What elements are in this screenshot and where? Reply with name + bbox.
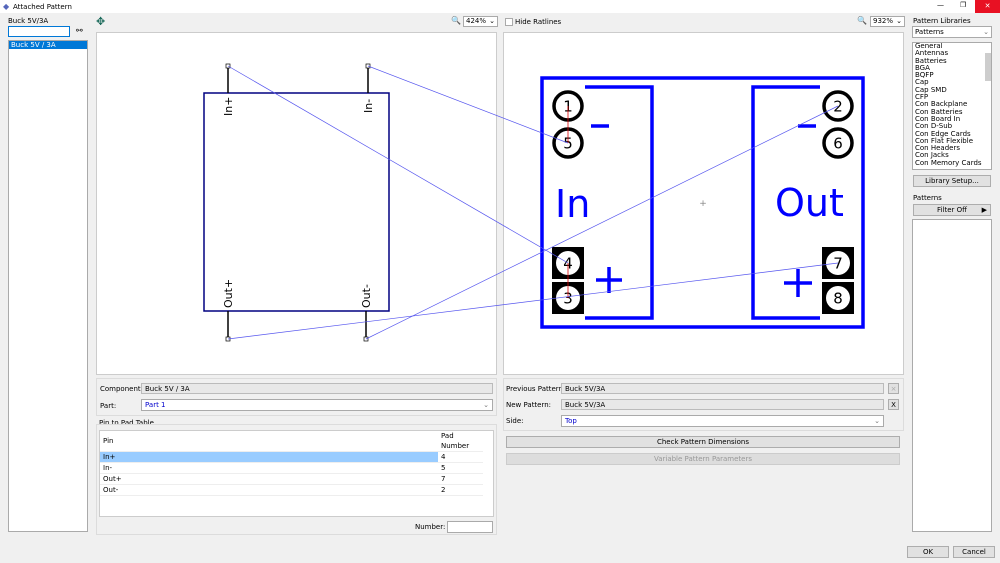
scrollbar-thumb[interactable] <box>985 53 991 81</box>
library-item[interactable]: Con Headers <box>915 144 960 153</box>
pad-8: 8 <box>822 282 854 314</box>
library-setup-button[interactable]: Library Setup... <box>913 175 991 187</box>
schematic-zoom-select[interactable]: 424%⌄ <box>463 16 498 27</box>
footprint-in-label: In <box>555 182 590 226</box>
component-group <box>96 378 497 416</box>
pattern-group <box>503 378 904 431</box>
footprint-canvas[interactable] <box>503 32 904 375</box>
ok-button[interactable]: OK <box>907 546 949 558</box>
pin-label-in-plus: In+ <box>222 97 235 116</box>
library-item[interactable]: Cap <box>915 78 929 87</box>
binoculars-icon[interactable]: ⚯ <box>76 26 83 35</box>
restore-button[interactable]: ❐ <box>960 1 967 9</box>
library-item[interactable]: Con D-Sub <box>915 122 953 131</box>
library-item[interactable]: Cap SMD <box>915 85 947 94</box>
hide-ratlines-label: Hide Ratlines <box>515 18 562 26</box>
side-label: Side: <box>506 417 524 425</box>
table-row[interactable]: In-5 <box>100 462 483 474</box>
library-item[interactable]: General <box>915 42 943 50</box>
table-row[interactable]: Out+7 <box>100 473 483 485</box>
table-row[interactable]: In+4 <box>100 451 483 463</box>
search-input[interactable] <box>8 26 70 37</box>
hide-ratlines-checkbox[interactable] <box>505 18 513 26</box>
side-select[interactable]: Top⌄ <box>561 415 884 427</box>
patterns-title: Patterns <box>913 194 942 202</box>
header-pad: Pad Number <box>438 431 483 452</box>
footprint-out-label: Out <box>775 181 844 225</box>
previous-pattern-field: Buck 5V/3A <box>561 383 884 394</box>
pan-icon[interactable]: ✥ <box>96 15 106 28</box>
previous-pattern-button: × <box>888 383 899 394</box>
component-list[interactable]: Buck 5V / 3A <box>8 40 88 532</box>
component-field: Buck 5V / 3A <box>141 383 493 394</box>
clear-pattern-button[interactable]: X <box>888 399 899 410</box>
app-icon: ◆ <box>3 2 10 11</box>
zoom-icon[interactable]: 🔍 <box>451 16 461 25</box>
previous-pattern-label: Previous Pattern: <box>506 385 566 393</box>
pad-number: 7 <box>833 255 843 273</box>
minimize-button[interactable]: — <box>937 1 944 9</box>
cancel-button[interactable]: Cancel <box>953 546 995 558</box>
new-pattern-field: Buck 5V/3A <box>561 399 884 410</box>
pad-number: 3 <box>563 290 573 308</box>
library-item[interactable]: Batteries <box>915 56 947 65</box>
library-item[interactable]: Con Memory Cards <box>915 158 982 167</box>
library-item[interactable]: Con Backplane <box>915 100 968 109</box>
check-pattern-dimensions-button[interactable]: Check Pattern Dimensions <box>506 436 900 448</box>
footprint-zoom-select[interactable]: 932%⌄ <box>870 16 905 27</box>
part-select[interactable]: Part 1⌄ <box>141 399 493 411</box>
header-pin: Pin <box>100 431 438 452</box>
schematic-canvas[interactable] <box>96 32 497 375</box>
library-item[interactable]: Con Edge Cards <box>915 129 971 138</box>
pin-label-out-plus: Out+ <box>222 279 235 308</box>
left-group-label: Buck 5V/3A <box>8 17 49 25</box>
new-pattern-label: New Pattern: <box>506 401 552 409</box>
filter-button[interactable]: Filter Off▶ <box>913 204 991 216</box>
pin-label-in-minus: In- <box>362 99 375 113</box>
pattern-libraries-title: Pattern Libraries <box>913 17 971 25</box>
library-item[interactable]: Con Batteries <box>915 107 963 116</box>
library-item[interactable]: Antennas <box>915 49 949 58</box>
part-label: Part: <box>100 402 117 410</box>
ratlines <box>227 65 839 340</box>
library-item[interactable]: CFP <box>915 93 929 102</box>
pin-table-title: Pin to Pad Table <box>99 419 154 427</box>
component-label: Component: <box>100 385 143 393</box>
table-row[interactable]: Out-2 <box>100 484 483 496</box>
pad-number: 6 <box>833 135 843 153</box>
pad-number: 5 <box>563 135 573 153</box>
library-item[interactable]: BQFP <box>915 71 934 80</box>
library-item[interactable]: Con Jacks <box>915 151 949 160</box>
pad-7: 7 <box>822 247 854 279</box>
pad-number: 8 <box>833 290 843 308</box>
library-item[interactable]: Con Flat Flexible <box>915 136 973 145</box>
number-input[interactable] <box>447 521 493 533</box>
library-select[interactable]: Patterns⌄ <box>912 26 992 38</box>
close-button[interactable]: ✕ <box>975 0 1000 13</box>
variable-pattern-parameters-button: Variable Pattern Parameters <box>506 453 900 465</box>
pad-number: 2 <box>833 98 843 116</box>
library-item[interactable]: Con Board In <box>915 114 961 123</box>
pin-label-out-minus: Out- <box>360 284 373 308</box>
title-bar: ◆ Attached Pattern — ❐ ✕ <box>0 0 1000 13</box>
svg-text:+: + <box>699 199 707 209</box>
pad-6: 6 <box>822 127 854 159</box>
pin-table-group <box>96 424 497 535</box>
library-item[interactable]: BGA <box>915 63 930 72</box>
zoom-icon[interactable]: 🔍 <box>857 16 867 25</box>
list-item[interactable]: Buck 5V / 3A <box>9 41 87 49</box>
window-title: Attached Pattern <box>13 3 72 11</box>
number-label: Number: <box>415 523 446 531</box>
patterns-list[interactable] <box>912 219 992 532</box>
footprint <box>540 76 865 329</box>
